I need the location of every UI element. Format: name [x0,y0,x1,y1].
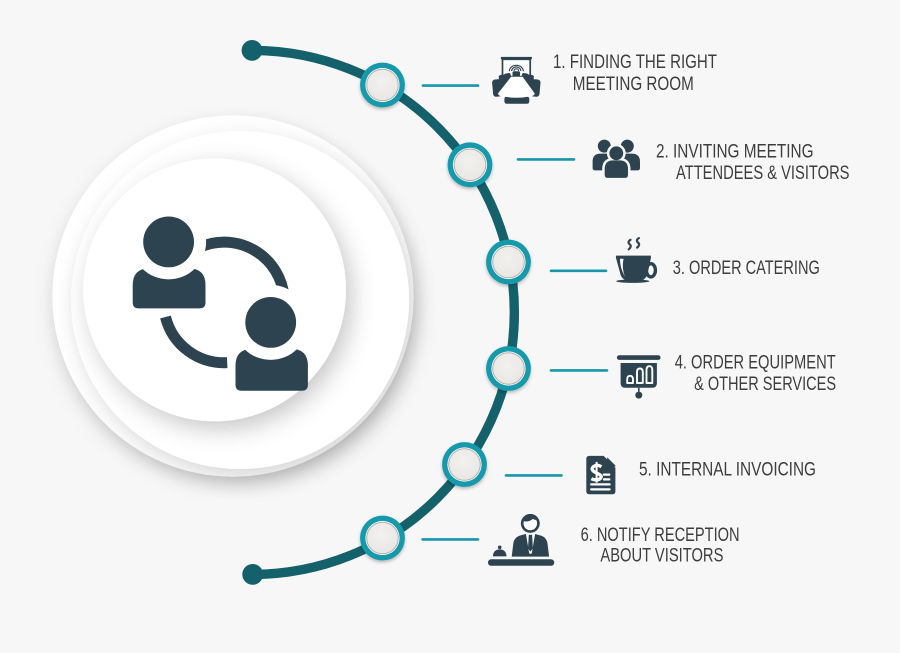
svg-text:ATTENDEES & VISITORS: ATTENDEES & VISITORS [676,163,850,184]
svg-text:1. FINDING THE RIGHT: 1. FINDING THE RIGHT [553,52,717,73]
svg-text:& OTHER SERVICES: & OTHER SERVICES [694,374,836,395]
svg-text:ABOUT VISITORS: ABOUT VISITORS [600,546,723,567]
svg-text:3. ORDER CATERING: 3. ORDER CATERING [673,258,820,279]
svg-text:5. INTERNAL INVOICING: 5. INTERNAL INVOICING [639,460,816,481]
svg-text:6. NOTIFY RECEPTION: 6. NOTIFY RECEPTION [581,525,740,546]
svg-text:2. INVITING MEETING: 2. INVITING MEETING [656,142,814,163]
svg-text:4. ORDER EQUIPMENT: 4. ORDER EQUIPMENT [675,353,836,374]
svg-text:MEETING ROOM: MEETING ROOM [573,74,694,95]
